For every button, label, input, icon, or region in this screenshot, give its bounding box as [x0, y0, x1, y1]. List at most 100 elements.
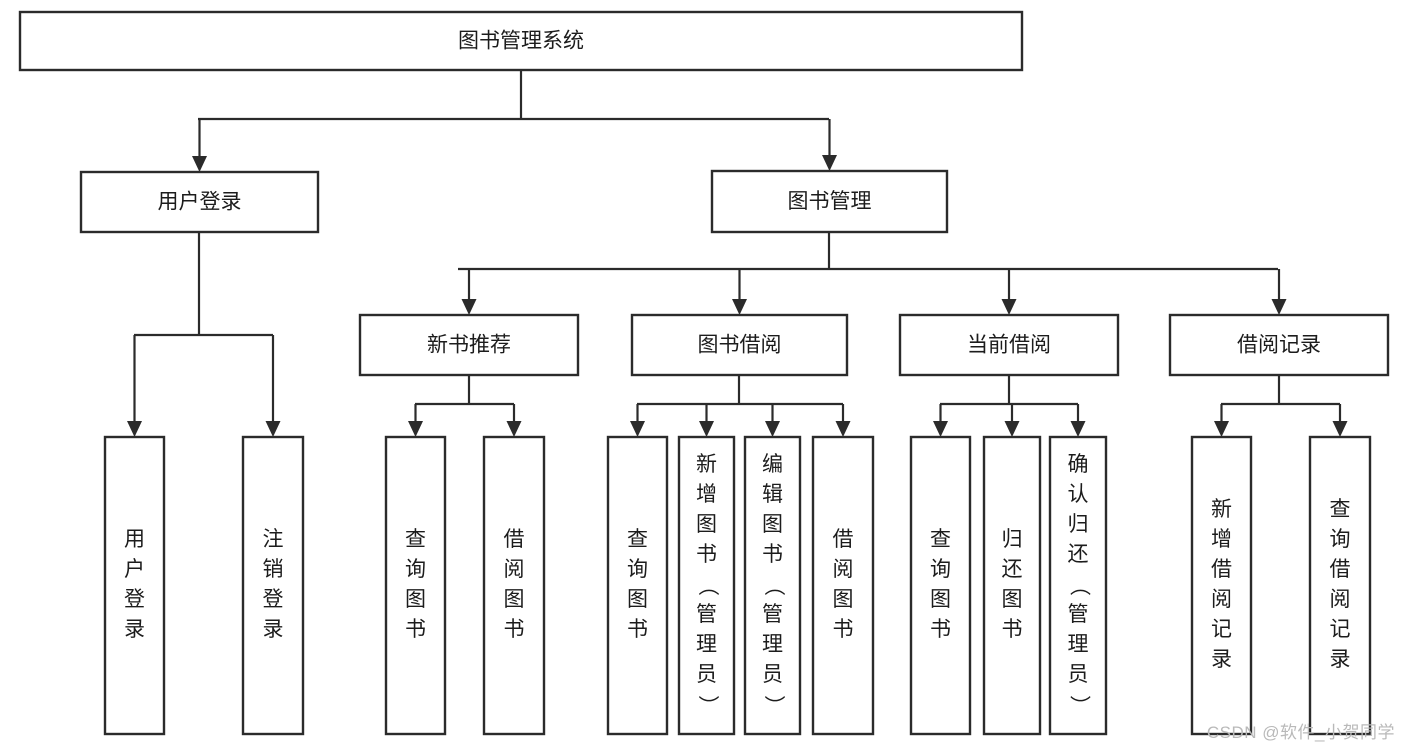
- node-user-login[interactable]: 用户登录: [79, 170, 320, 234]
- node-label-char: 编: [762, 453, 783, 476]
- node-label-char: 户: [124, 558, 145, 581]
- node-borrow-record[interactable]: 借阅记录: [1168, 313, 1390, 377]
- node-label-char: （: [762, 575, 785, 596]
- node-label-char: 询: [405, 558, 426, 581]
- node-label-char: 登: [263, 588, 284, 611]
- node-book-borrow[interactable]: 图书借阅: [630, 313, 849, 377]
- node-label-char: 理: [762, 633, 783, 656]
- node-label-char: 图: [696, 513, 717, 536]
- node-label-char: 阅: [504, 558, 525, 581]
- node-label-char: 归: [1002, 528, 1023, 551]
- node-box[interactable]: [482, 435, 546, 736]
- node-box[interactable]: [811, 435, 875, 736]
- node-box[interactable]: [677, 435, 736, 736]
- node-label-char: 书: [504, 618, 525, 641]
- node-box[interactable]: [1048, 435, 1108, 736]
- node-label: 用户登录: [158, 191, 242, 214]
- node-label-char: 理: [696, 633, 717, 656]
- node-box[interactable]: [909, 435, 972, 736]
- node-leaf-user-login[interactable]: 用户登录: [103, 435, 166, 736]
- node-label-char: 书: [1002, 618, 1023, 641]
- node-label-char: 查: [1330, 498, 1351, 521]
- node-new-book-rec[interactable]: 新书推荐: [358, 313, 580, 377]
- node-label-char: 图: [627, 588, 648, 611]
- node-label-char: （: [1067, 575, 1090, 596]
- node-box[interactable]: [384, 435, 447, 736]
- node-label-char: 录: [1330, 648, 1351, 671]
- node-label: 借阅记录: [1237, 334, 1321, 357]
- node-label-char: 书: [696, 543, 717, 566]
- node-label-char: 员: [762, 663, 783, 686]
- node-label-char: 录: [263, 618, 284, 641]
- node-label-char: 图: [930, 588, 951, 611]
- node-label-char: 阅: [1211, 588, 1232, 611]
- node-box[interactable]: [1308, 435, 1372, 736]
- node-label-char: 增: [1211, 528, 1232, 551]
- node-label-char: 归: [1068, 513, 1089, 536]
- node-label-char: 新: [1211, 498, 1232, 521]
- node-box[interactable]: [18, 10, 1024, 72]
- node-box[interactable]: [743, 435, 802, 736]
- node-label-char: 借: [1330, 558, 1351, 581]
- node-box[interactable]: [898, 313, 1120, 377]
- csdn-watermark: CSDN @软件_小贺同学: [1206, 723, 1395, 742]
- node-label-char: 辑: [762, 483, 783, 506]
- node-root-图书管理系统[interactable]: 图书管理系统: [18, 10, 1024, 72]
- node-label-char: 询: [627, 558, 648, 581]
- node-box[interactable]: [630, 313, 849, 377]
- node-label-char: 增: [696, 483, 717, 506]
- node-label-char: 注: [263, 528, 284, 551]
- node-label-char: 书: [405, 618, 426, 641]
- node-label-char: 销: [263, 558, 284, 581]
- node-current-borrow[interactable]: 当前借阅: [898, 313, 1120, 377]
- node-box[interactable]: [358, 313, 580, 377]
- node-label-char: 管: [1068, 603, 1089, 626]
- node-box[interactable]: [1168, 313, 1390, 377]
- node-label-char: 阅: [1330, 588, 1351, 611]
- node-label: 当前借阅: [967, 334, 1051, 357]
- node-label-char: 书: [762, 543, 783, 566]
- node-box[interactable]: [103, 435, 166, 736]
- node-label-char: 还: [1068, 543, 1089, 566]
- node-label-char: 书: [627, 618, 648, 641]
- node-label-char: 确: [1068, 453, 1089, 476]
- node-label-char: 查: [627, 528, 648, 551]
- node-label-char: 查: [405, 528, 426, 551]
- node-label: 新书推荐: [427, 334, 511, 357]
- node-label-char: 记: [1211, 618, 1232, 641]
- node-box[interactable]: [1190, 435, 1253, 736]
- node-label-char: 询: [1330, 528, 1351, 551]
- node-label-char: 管: [696, 603, 717, 626]
- node-label: 图书管理系统: [458, 30, 584, 53]
- node-label-char: 用: [124, 528, 145, 551]
- nodes-layer: 图书管理系统用户登录图书管理新书推荐图书借阅当前借阅借阅记录用户登录注销登录查询…: [18, 10, 1390, 736]
- node-label-char: （: [696, 575, 719, 596]
- node-label-char: 员: [696, 663, 717, 686]
- node-label-char: 图: [405, 588, 426, 611]
- node-box[interactable]: [241, 435, 305, 736]
- node-box[interactable]: [606, 435, 669, 736]
- node-box[interactable]: [79, 170, 320, 234]
- node-label-char: 图: [762, 513, 783, 536]
- node-box[interactable]: [710, 169, 949, 234]
- node-label-char: ）: [762, 695, 785, 716]
- edges-layer: [127, 70, 1348, 437]
- node-box[interactable]: [982, 435, 1042, 736]
- node-book-manage[interactable]: 图书管理: [710, 169, 949, 234]
- node-label-char: 图: [833, 588, 854, 611]
- node-label: 图书借阅: [698, 334, 782, 357]
